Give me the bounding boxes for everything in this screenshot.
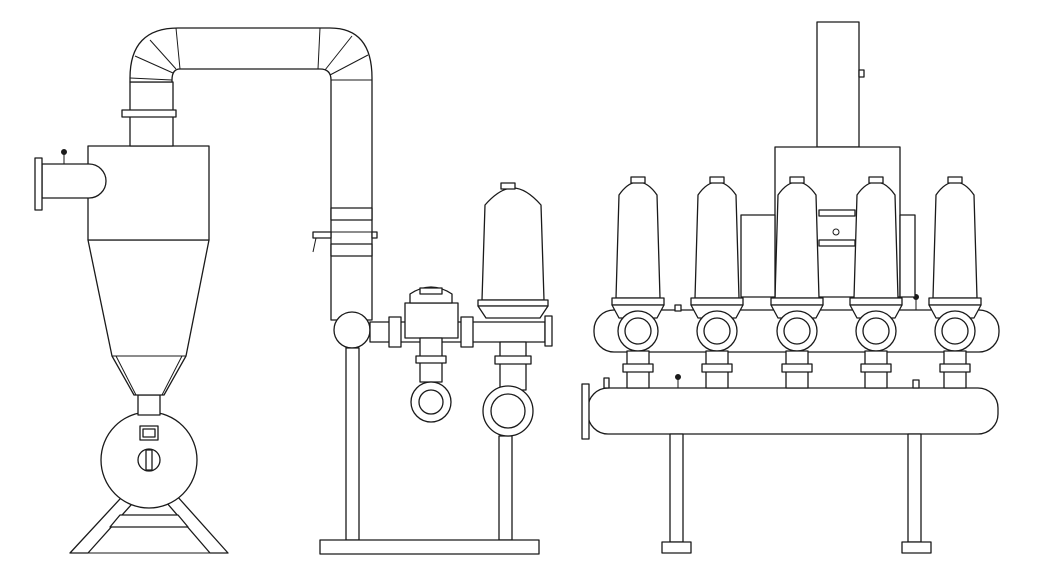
overhead-pipe-icon — [129, 27, 540, 555]
single-disc-filter-icon — [369, 182, 553, 437]
disc-filter-1-icon — [611, 176, 665, 389]
disc-filter-3-icon — [770, 176, 824, 389]
filter-battery-icon — [581, 21, 1000, 554]
disc-filter-4-icon — [849, 176, 903, 389]
hydrocyclone-separator-icon — [34, 81, 229, 554]
disc-filter-2-icon — [690, 176, 744, 389]
disc-filter-5-icon — [928, 176, 982, 389]
